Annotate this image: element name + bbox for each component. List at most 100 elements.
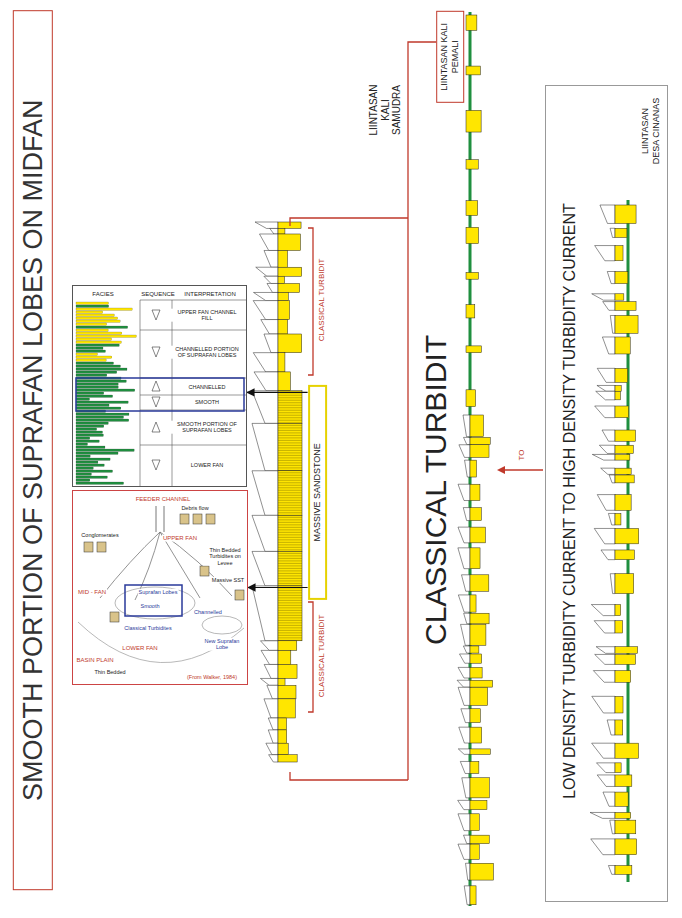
facies-bar — [76, 374, 107, 376]
facies-bar — [76, 368, 127, 370]
bed-hatch — [278, 558, 302, 559]
bed-fine-part — [458, 595, 470, 612]
bed-fine-part — [597, 368, 615, 382]
sandstone-bed — [466, 305, 475, 318]
sandstone-bed — [278, 551, 302, 585]
inset-label: UPPER FAN CHANNEL FILL — [171, 309, 243, 322]
bed-hatch — [278, 590, 302, 591]
sandstone-bed — [278, 292, 288, 300]
bed-fine-part — [464, 886, 470, 905]
bed-hatch — [278, 583, 302, 584]
sandstone-bed — [278, 267, 302, 276]
bed-fine-part — [457, 680, 470, 687]
facies-bar — [76, 479, 90, 481]
facies-bar — [76, 332, 122, 334]
facies-bar — [76, 443, 87, 445]
highlight-box — [76, 378, 244, 411]
bed-fine-part — [458, 814, 470, 831]
facies-bar — [76, 389, 135, 391]
bed-hatch — [278, 580, 302, 581]
core-photo-icon — [180, 514, 189, 524]
bed-hatch — [278, 529, 302, 530]
bed-fine-part — [596, 763, 615, 773]
inset-label: Classical Turbidites — [123, 625, 172, 631]
bed-hatch — [278, 412, 302, 413]
bed-hatch — [278, 592, 302, 593]
sandstone-bed — [615, 454, 630, 460]
bed-hatch — [278, 537, 302, 538]
table-rule — [140, 330, 247, 331]
bed-fine-part — [465, 460, 470, 477]
core-photo-icon — [200, 566, 209, 576]
facies-bar — [76, 422, 108, 424]
bed-hatch — [278, 402, 302, 403]
bed-fine-part — [597, 775, 615, 787]
bed-hatch — [278, 510, 302, 511]
bed-hatch — [278, 625, 302, 626]
facies-bar — [76, 353, 97, 355]
sandstone-bed — [615, 820, 636, 834]
new-suprafan-lobe — [202, 616, 242, 634]
sandstone-bed — [470, 800, 487, 809]
inset-label: UPPER FAN — [162, 535, 198, 542]
bed-fine-part — [458, 844, 470, 859]
sandstone-bed — [278, 334, 302, 353]
bed-fine-part — [269, 755, 278, 762]
sandstone-bed — [615, 775, 632, 787]
facies-bar — [76, 347, 103, 349]
node-text: INTERPRETATION — [184, 291, 235, 298]
facies-bar — [76, 437, 90, 439]
bed-hatch — [278, 462, 302, 463]
core-photo-icon — [97, 542, 106, 552]
bed-hatch — [278, 497, 302, 498]
node-text: LIINTASAN KALI PEMALI — [439, 17, 461, 97]
core-photo-icon — [193, 514, 202, 524]
bed-fine-part — [608, 513, 615, 525]
sandstone-bed — [470, 646, 479, 653]
sandstone-bed — [278, 718, 287, 730]
sandstone-bed — [470, 484, 480, 500]
sandstone-bed — [278, 730, 287, 743]
bed-fine-part — [463, 508, 470, 521]
facies-bar — [76, 371, 117, 373]
bed-hatch — [278, 432, 302, 433]
sandstone-bed — [278, 685, 296, 699]
bed-fine-part — [260, 641, 278, 651]
facies-bar — [76, 302, 108, 304]
inset-label: LOWER FAN — [121, 645, 158, 652]
sandstone-bed — [278, 471, 302, 516]
bed-hatch — [278, 617, 302, 618]
sandstone-bed — [615, 812, 631, 818]
bed-hatch — [278, 563, 302, 564]
desa-cinanas-column — [590, 205, 639, 874]
red-brackets — [290, 42, 543, 780]
sandstone-bed — [470, 548, 480, 569]
sandstone-bed — [615, 605, 621, 616]
bed-fine-part — [592, 454, 615, 460]
facies-bar — [76, 404, 109, 406]
facies-bar — [76, 386, 118, 388]
bed-fine-part — [260, 678, 278, 685]
bed-fine-part — [466, 863, 470, 880]
sandstone-bed — [470, 624, 486, 645]
bed-hatch — [278, 612, 302, 613]
facies-bar — [76, 359, 106, 361]
sandstone-bed — [615, 792, 628, 806]
sandstone-bed — [470, 727, 482, 743]
sandstone-bed — [470, 814, 479, 831]
bed-fine-part — [609, 475, 615, 483]
bed-hatch — [278, 487, 302, 488]
sandstone-bed — [615, 495, 631, 511]
bed-hatch — [278, 460, 302, 461]
bed-fine-part — [459, 654, 470, 663]
bed-fine-part — [461, 624, 470, 645]
sandstone-bed — [615, 743, 638, 758]
bed-fine-part — [592, 743, 615, 758]
facies-bar — [76, 467, 93, 469]
sequence-symbol — [152, 310, 160, 320]
facies-bar — [76, 305, 109, 307]
bed-hatch — [278, 607, 302, 608]
bed-hatch — [278, 447, 302, 448]
connector-arrow — [248, 587, 308, 588]
section-panel: LIINTASAN DESA CINANASLOW DENSITY TURBID… — [545, 85, 668, 902]
